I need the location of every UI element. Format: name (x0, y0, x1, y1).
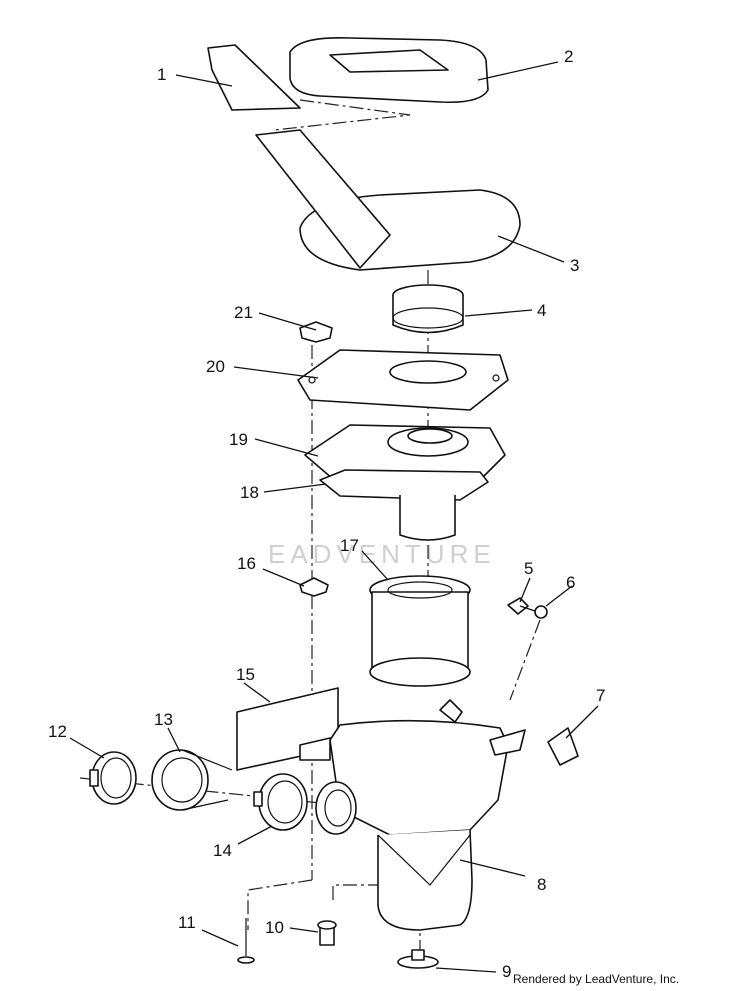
part-2-foam-pad (289, 36, 489, 104)
callout-4: 4 (537, 301, 546, 320)
callout-13: 13 (154, 710, 173, 729)
callout-16: 16 (237, 554, 256, 573)
leader-lines (69, 61, 599, 973)
watermark-text: EADVENTURE (268, 539, 496, 569)
part-9-drain-valve (397, 949, 439, 969)
part-13-intake-duct (151, 749, 233, 811)
part-1-flap (207, 44, 301, 111)
callout-7: 7 (596, 686, 605, 705)
callout-11: 11 (178, 913, 196, 932)
callout-9: 9 (502, 962, 511, 981)
callout-2: 2 (564, 47, 573, 66)
part-14-clamp (253, 773, 308, 831)
callout-1: 1 (157, 65, 166, 84)
part-20-adapter-plate (297, 349, 509, 411)
housing-outlet-neck (399, 495, 456, 541)
callout-14: 14 (213, 841, 232, 860)
part-10-plug (317, 920, 337, 946)
callout-17: 17 (340, 536, 359, 555)
part-17-filter-element (369, 575, 471, 687)
part-16-nut (299, 577, 329, 597)
callout-8: 8 (537, 875, 546, 894)
part-7-clip (547, 727, 579, 766)
callout-labels: 1 2 3 4 5 6 7 8 9 10 11 12 13 14 15 16 1… (48, 47, 605, 981)
part-12-clamp (89, 751, 137, 805)
callout-5: 5 (524, 559, 533, 578)
callout-20: 20 (206, 357, 225, 376)
part-3-air-box-cover (255, 129, 521, 271)
callout-6: 6 (566, 573, 575, 592)
callout-12: 12 (48, 722, 67, 741)
callout-18: 18 (240, 483, 259, 502)
part-18-gasket (319, 469, 489, 501)
footer-credit: Rendered by LeadVenture, Inc. (513, 972, 680, 986)
part-21-nut (299, 321, 333, 343)
part-8-air-box (299, 699, 526, 931)
part-5-screw (507, 597, 539, 615)
callout-3: 3 (570, 256, 579, 275)
callout-19: 19 (229, 430, 248, 449)
part-6-washer (534, 605, 548, 619)
callout-21: 21 (234, 303, 253, 322)
air-box-inlet (315, 781, 357, 835)
part-4-sleeve (392, 284, 464, 334)
callout-15: 15 (236, 665, 255, 684)
callout-10: 10 (265, 918, 284, 937)
part-11-screw (237, 918, 255, 964)
